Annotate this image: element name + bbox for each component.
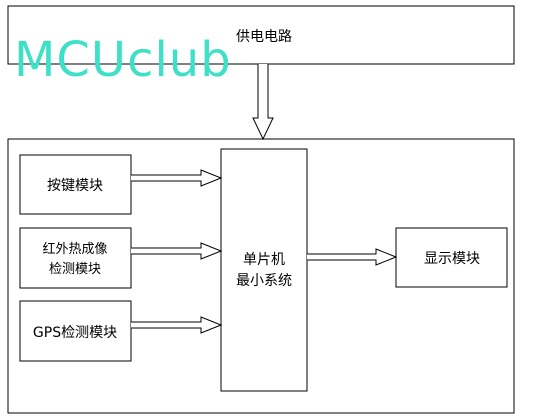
infrared-module-label-line2: 检测模块 [49, 262, 101, 277]
mcu-label-line1: 单片机 [243, 252, 285, 268]
arrow-key-to-mcu [131, 169, 223, 187]
gps-module-label: GPS检测模块 [33, 325, 117, 341]
arrow-infrared-to-mcu [131, 242, 223, 260]
main-system-box [7, 138, 515, 414]
key-module-label: 按键模块 [47, 178, 103, 194]
gps-module-box [19, 300, 132, 362]
arrow-mcu-to-display [307, 248, 398, 266]
power-supply-box [7, 5, 515, 65]
key-module-box [19, 154, 132, 215]
watermark-logo: MCUclub [14, 32, 232, 88]
power-supply-label: 供电电路 [236, 29, 292, 45]
mcu-box [220, 148, 308, 392]
power-arrow [252, 64, 274, 141]
infrared-module-label-line1: 红外热成像 [42, 241, 107, 257]
display-module-label: 显示模块 [424, 251, 480, 267]
infrared-module-box [19, 227, 132, 289]
arrow-gps-to-mcu [131, 316, 223, 334]
mcu-label-line2: 最小系统 [236, 273, 292, 289]
